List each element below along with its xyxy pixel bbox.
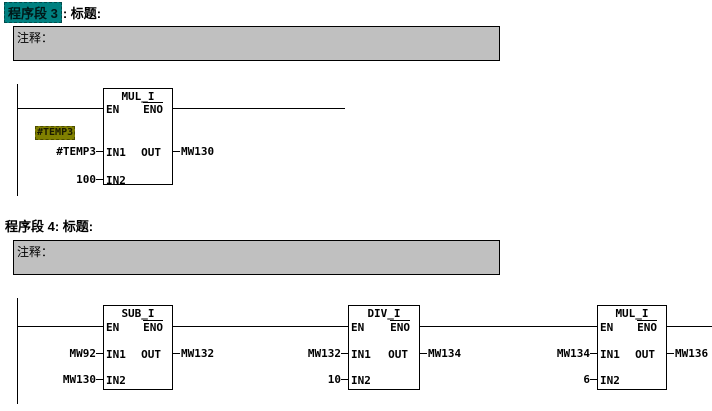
wire-in1 xyxy=(341,353,348,354)
en-pin: EN xyxy=(351,321,365,334)
wire-out xyxy=(173,151,180,152)
operand-in2[interactable]: MW130 xyxy=(62,373,96,386)
en-pin: EN xyxy=(106,103,120,116)
en-pin: EN xyxy=(106,321,120,334)
wire-in1 xyxy=(96,353,103,354)
symbol-tooltip: #TEMP3 xyxy=(35,126,76,140)
result-out[interactable]: MW134 xyxy=(428,347,462,360)
network-4-label: 程序段 4 xyxy=(5,219,55,234)
wire-rail-to-en xyxy=(17,326,103,327)
network-4-header[interactable]: 程序段 4: 标题: xyxy=(5,216,93,235)
wire-out xyxy=(420,353,427,354)
network-3-title-text: : 标题: xyxy=(62,6,102,21)
en-pin: EN xyxy=(600,321,614,334)
operand-in1[interactable]: #TEMP3 xyxy=(56,145,96,158)
eno-pin: ENO xyxy=(637,320,657,334)
fbd-block-mul-i[interactable]: MUL_I EN ENO IN1 OUT IN2 xyxy=(597,305,667,390)
wire-in2 xyxy=(590,379,597,380)
in2-pin: IN2 xyxy=(351,374,371,387)
out-pin: OUT xyxy=(388,348,408,361)
network-3-header: 程序段 3: 标题: xyxy=(4,2,101,23)
in1-pin: IN1 xyxy=(351,348,371,361)
network-4-comment-box[interactable]: 注释： xyxy=(13,240,500,275)
fbd-block-sub-i[interactable]: SUB_I EN ENO IN1 OUT IN2 xyxy=(103,305,173,390)
result-out[interactable]: MW132 xyxy=(181,347,215,360)
out-pin: OUT xyxy=(635,348,655,361)
comment-label: 注释： xyxy=(17,245,54,259)
wire-eno-out xyxy=(667,326,712,327)
eno-pin: ENO xyxy=(390,320,410,334)
network-3-comment-box[interactable]: 注释： xyxy=(13,26,500,61)
block-title: MUL_I xyxy=(121,90,155,103)
wire-in1 xyxy=(96,151,103,152)
wire-rail-to-en xyxy=(17,108,103,109)
eno-pin: ENO xyxy=(143,320,163,334)
wire-eno-to-en xyxy=(420,326,597,327)
wire-in2 xyxy=(341,379,348,380)
wire-in2 xyxy=(96,379,103,380)
block-title: DIV_I xyxy=(367,307,401,320)
operand-in2[interactable]: 10 xyxy=(327,373,341,386)
wire-in1 xyxy=(590,353,597,354)
out-pin: OUT xyxy=(141,146,161,159)
wire-eno-to-en xyxy=(173,326,348,327)
wire-out xyxy=(173,353,180,354)
operand-in2[interactable]: 100 xyxy=(76,173,96,186)
network-4-title-text: : 标题: xyxy=(54,219,94,234)
power-rail xyxy=(17,298,18,404)
operand-in1[interactable]: MW132 xyxy=(307,347,341,360)
in1-pin: IN1 xyxy=(106,348,126,361)
power-rail xyxy=(17,84,18,196)
fbd-block-mul-i[interactable]: MUL_I EN ENO IN1 OUT IN2 xyxy=(103,88,173,187)
in1-pin: IN1 xyxy=(106,146,126,159)
wire-eno-out xyxy=(173,108,345,109)
wire-in2 xyxy=(96,179,103,180)
in2-pin: IN2 xyxy=(106,174,126,187)
operand-in2[interactable]: 6 xyxy=(583,373,590,386)
comment-label: 注释： xyxy=(17,31,54,45)
operand-in1[interactable]: MW92 xyxy=(69,347,97,360)
block-title: SUB_I xyxy=(121,307,155,320)
eno-pin: ENO xyxy=(143,102,163,116)
result-out[interactable]: MW136 xyxy=(675,347,709,360)
operand-in1[interactable]: MW134 xyxy=(556,347,590,360)
fbd-block-div-i[interactable]: DIV_I EN ENO IN1 OUT IN2 xyxy=(348,305,420,390)
in2-pin: IN2 xyxy=(106,374,126,387)
in1-pin: IN1 xyxy=(600,348,620,361)
result-out[interactable]: MW130 xyxy=(181,145,215,158)
in2-pin: IN2 xyxy=(600,374,620,387)
wire-out xyxy=(667,353,674,354)
out-pin: OUT xyxy=(141,348,161,361)
network-3-label-selected[interactable]: 程序段 3 xyxy=(4,2,62,23)
block-title: MUL_I xyxy=(615,307,649,320)
